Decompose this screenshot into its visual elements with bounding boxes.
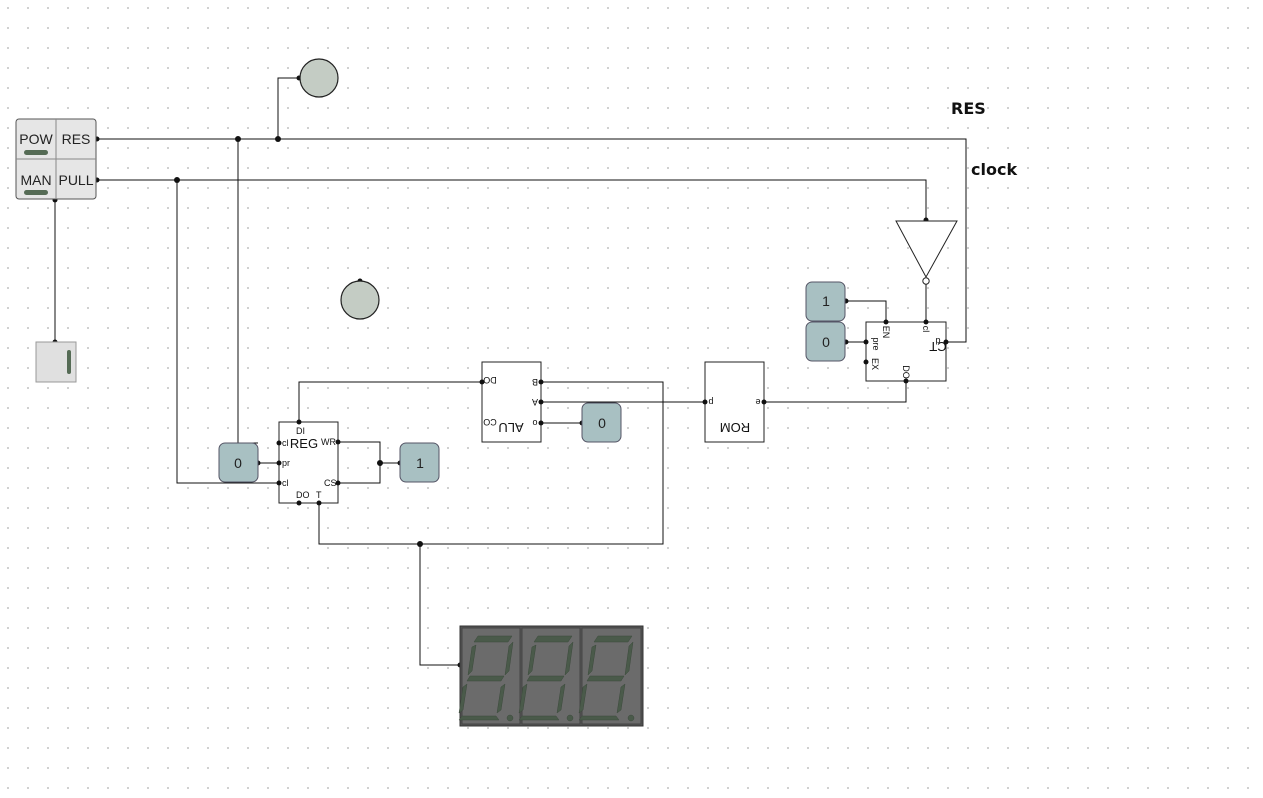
reg-name: REG	[290, 436, 318, 451]
digit-3	[578, 627, 642, 725]
ct-en-button[interactable]: 1	[805, 281, 846, 322]
alu-name: ALU	[498, 420, 523, 435]
rom-pin-p: p	[708, 397, 713, 407]
reg-pin-cs: CS	[324, 478, 337, 488]
ct-pin-d: d	[935, 336, 940, 346]
digit-2	[518, 627, 581, 725]
reg-pin-wr: WR	[321, 437, 336, 447]
ct-pin-do: DO	[901, 365, 911, 379]
reg-input-button[interactable]: 0	[218, 442, 259, 483]
seven-segment-display	[458, 625, 644, 727]
ct-pin-pre: pre	[871, 337, 881, 350]
alu-input-button[interactable]: 0	[581, 402, 622, 443]
pow-indicator	[24, 150, 48, 155]
rom-pin-e: e	[755, 397, 760, 407]
reg-pin-di: DI	[296, 426, 305, 436]
svg-text:1: 1	[822, 293, 830, 309]
ct-pre-button[interactable]: 0	[805, 321, 846, 362]
svg-text:0: 0	[234, 455, 242, 471]
reg-pin-do: DO	[296, 490, 310, 500]
led-middle	[340, 280, 380, 320]
digit-1	[458, 627, 521, 725]
wires	[54, 77, 967, 666]
ct-pin-ex: EX	[870, 358, 880, 370]
ct-pin-en: EN	[881, 326, 891, 339]
ct-name: CT	[929, 339, 946, 354]
reg-pin-cl-top: cl	[282, 438, 289, 448]
rom-block[interactable]: ROM p e	[702, 361, 767, 443]
reg-pin-pr: pr	[282, 458, 290, 468]
rom-name: ROM	[720, 420, 750, 435]
svg-text:0: 0	[822, 334, 830, 350]
alu-pin-b: B	[532, 377, 538, 387]
alu-pin-do: DO	[483, 375, 497, 385]
ct-block[interactable]: CT EN pre EX cl d DO	[863, 319, 949, 384]
reg-output-button[interactable]: 1	[399, 442, 440, 483]
alu-block[interactable]: ALU DO CO B A o	[479, 361, 544, 443]
reg-pin-t: T	[316, 490, 322, 500]
man-key-label: MAN	[20, 172, 51, 188]
led-top	[299, 58, 339, 98]
alu-pin-co: CO	[483, 417, 497, 427]
svg-text:1: 1	[416, 455, 424, 471]
res-key-label: RES	[62, 131, 91, 147]
pull-key-label: PULL	[58, 172, 93, 188]
power-module[interactable]: POW RES MAN PULL	[15, 118, 97, 200]
reg-pin-cl-bottom: cl	[282, 478, 289, 488]
pow-key-label: POW	[19, 131, 53, 147]
res-label: RES	[951, 99, 986, 118]
toggle-switch[interactable]	[35, 341, 77, 383]
svg-text:0: 0	[598, 415, 606, 431]
clock-label: clock	[971, 160, 1017, 179]
alu-pin-a: A	[532, 397, 538, 407]
alu-pin-o: o	[532, 418, 537, 428]
ct-pin-cl: cl	[921, 326, 931, 333]
reg-block[interactable]: REG DI cl pr cl WR CS DO T	[276, 419, 341, 506]
inverter-gate[interactable]	[895, 220, 958, 285]
man-indicator	[24, 190, 48, 195]
